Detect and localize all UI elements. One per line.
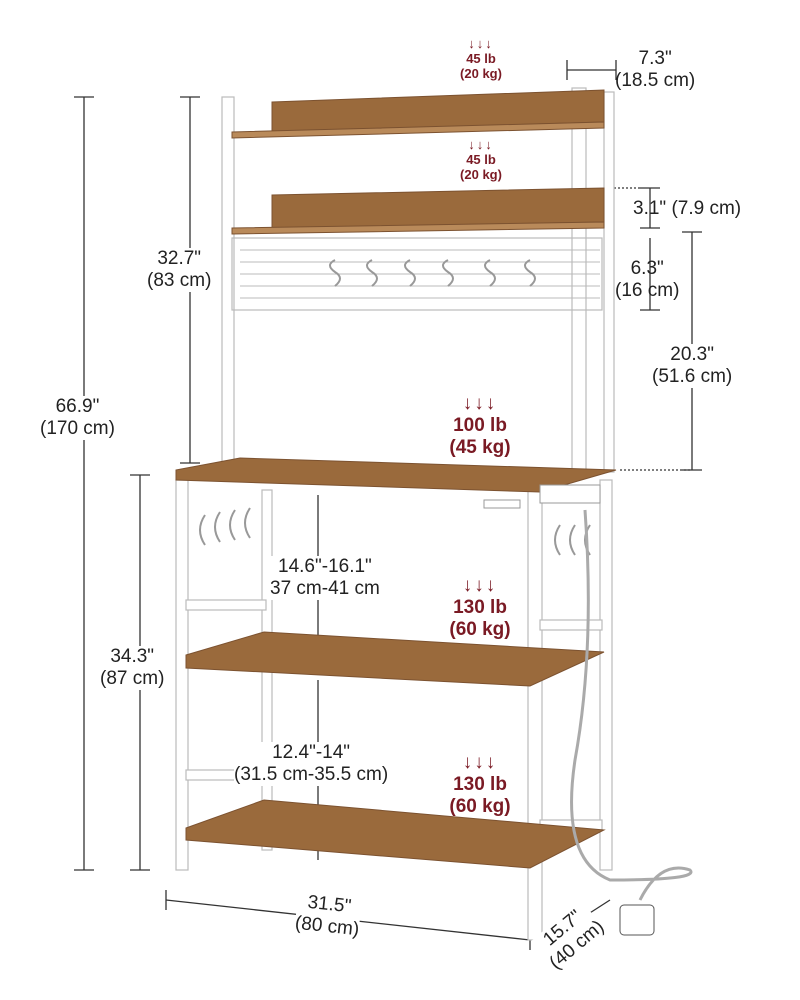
top-shelf-load: ↓↓↓45 lb(20 kg) [450, 36, 512, 81]
dim-cm: (18.5 cm) [615, 70, 696, 91]
bottom-shelf-load: ↓↓↓130 lb(60 kg) [435, 752, 525, 818]
dim-cm: (51.6 cm) [652, 366, 733, 387]
load-kg: (20 kg) [460, 167, 502, 182]
load-lb: 45 lb [466, 51, 496, 66]
down-arrow-icon: ↓↓↓ [468, 36, 494, 51]
down-arrow-icon: ↓↓↓ [462, 752, 498, 773]
hutch-height-label: 32.7"(83 cm) [147, 248, 212, 292]
load-kg: (60 kg) [449, 619, 511, 640]
dim-in: 20.3" [670, 344, 714, 365]
lower-gap-label: 12.4"-14"(31.5 cm-35.5 cm) [234, 742, 389, 786]
shelf-gap-label: 3.1" (7.9 cm) [633, 198, 741, 220]
dim-in: 66.9" [55, 396, 100, 417]
s-hooks [199, 259, 591, 556]
dim-cm: (87 cm) [100, 668, 165, 689]
grid-rails [240, 249, 600, 299]
down-arrow-icon: ↓↓↓ [468, 137, 494, 152]
power-cord [570, 509, 693, 901]
dim-in: 14.6"-16.1" [278, 556, 372, 577]
power-strip [483, 484, 601, 509]
base-height-label: 34.3"(87 cm) [100, 646, 165, 690]
grid-height-label: 6.3"(16 cm) [615, 258, 679, 302]
hutch-clearance-label: 20.3"(51.6 cm) [652, 344, 733, 388]
upper-gap-label: 14.6"-16.1"37 cm-41 cm [270, 556, 380, 600]
dim-in: 32.7" [157, 248, 202, 269]
total-height-label: 66.9"(170 cm) [40, 396, 115, 440]
load-kg: (20 kg) [460, 66, 502, 81]
second-shelf-load: ↓↓↓45 lb(20 kg) [450, 137, 512, 182]
dim-cm: (7.9 cm) [671, 198, 742, 219]
dim-in: 3.1" [633, 198, 667, 219]
dim-cm: (16 cm) [615, 280, 680, 301]
dim-cm: 37 cm-41 cm [270, 578, 380, 599]
dim-in: 7.3" [638, 48, 672, 69]
worktop-load: ↓↓↓100 lb(45 kg) [435, 393, 525, 459]
load-kg: (60 kg) [449, 796, 511, 817]
middle-shelf-load: ↓↓↓130 lb(60 kg) [435, 575, 525, 641]
load-lb: 45 lb [466, 152, 496, 167]
down-arrow-icon: ↓↓↓ [462, 393, 498, 414]
load-lb: 100 lb [453, 415, 507, 436]
load-lb: 130 lb [453, 597, 507, 618]
dim-in: 6.3" [630, 258, 664, 279]
dim-cm: (31.5 cm-35.5 cm) [234, 764, 389, 785]
wooden-shelves [175, 89, 617, 869]
down-arrow-icon: ↓↓↓ [462, 575, 498, 596]
dim-in: 12.4"-14" [272, 742, 351, 763]
dim-cm: (170 cm) [40, 418, 115, 439]
load-lb: 130 lb [453, 774, 507, 795]
plug-icon [619, 904, 655, 936]
dim-cm: (83 cm) [147, 270, 212, 291]
dim-in: 34.3" [110, 646, 155, 667]
load-kg: (45 kg) [449, 437, 511, 458]
width-label: 31.5"(80 cm) [293, 890, 363, 942]
hutch-depth-label: 7.3"(18.5 cm) [615, 48, 695, 92]
